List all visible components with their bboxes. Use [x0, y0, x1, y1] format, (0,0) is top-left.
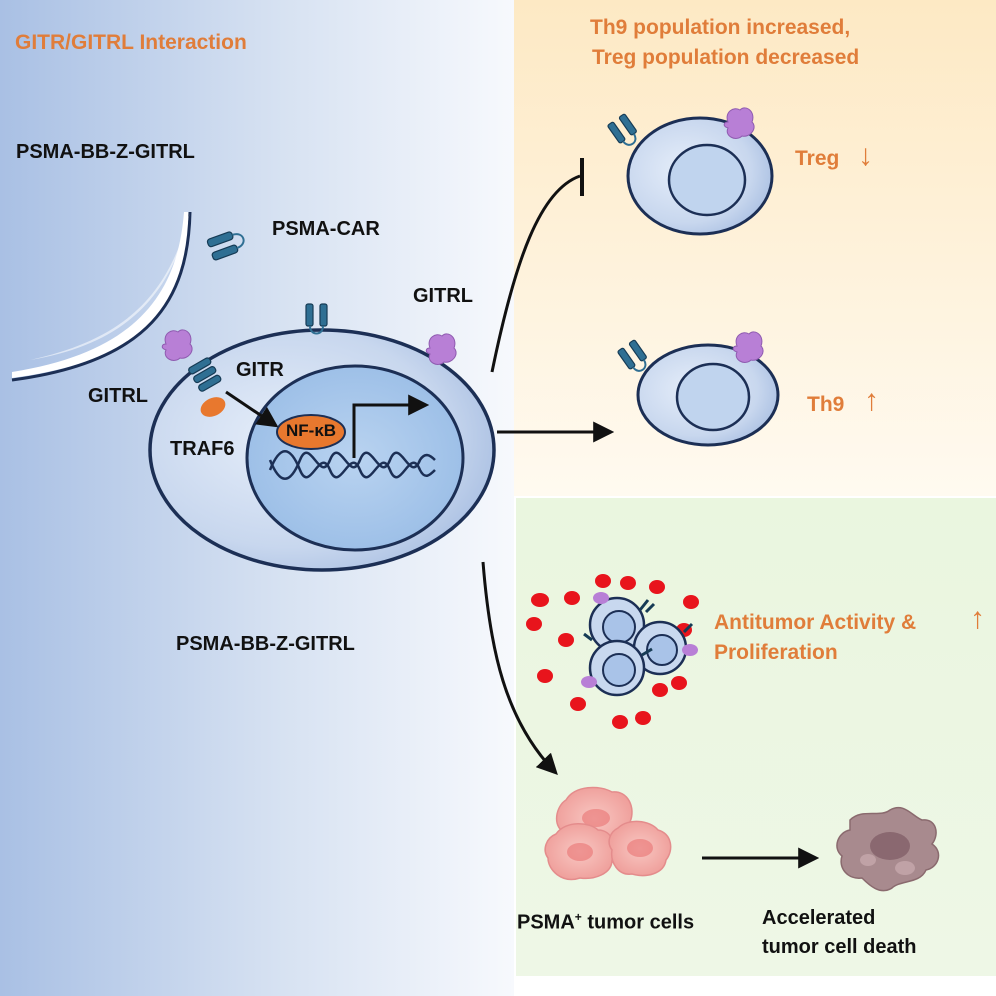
- gitrl-ligand-icon: [161, 329, 193, 361]
- transcription-arrow: [352, 394, 430, 458]
- dying-tumor-cell-icon: [836, 806, 940, 892]
- treg-down-arrow: ↓: [858, 139, 873, 172]
- traf6-label: TRAF6: [170, 438, 235, 460]
- tumor-label-text: PSMA: [517, 911, 575, 934]
- bottom-right-panel-bg: [516, 498, 996, 976]
- gitrl-ligand-icon: [732, 331, 764, 363]
- gitrl-ligand-icon: [723, 107, 755, 139]
- th9-up-arrow: ↑: [864, 384, 879, 417]
- th9-nucleus: [675, 362, 751, 432]
- activity-up-arrow: ↑: [970, 602, 985, 635]
- gitrl-ligand-icon: [425, 333, 457, 365]
- construct-label-top: PSMA-BB-Z-GITRL: [16, 141, 195, 163]
- activity-label-line1: Antitumor Activity &: [714, 611, 917, 634]
- cytokine-dot-icon: [526, 574, 699, 729]
- dna-helix-icon: [268, 450, 436, 480]
- activity-label-line2: Proliferation: [714, 641, 838, 664]
- nfkb-label: NF-κB: [286, 421, 337, 440]
- tumor-cells-label: PSMA+ tumor cells: [517, 910, 694, 935]
- tumor-label-rest: tumor cells: [581, 911, 695, 934]
- construct-label-bottom: PSMA-BB-Z-GITRL: [176, 633, 355, 655]
- gitr-label: GITR: [236, 359, 284, 381]
- inhibition-line: [490, 174, 581, 373]
- psma-car-receptor-icon: [206, 231, 245, 261]
- nfkb-oval: [276, 414, 346, 450]
- gitrl-label-right: GITRL: [413, 285, 473, 307]
- gitrl-label-left: GITRL: [88, 385, 148, 407]
- arrow-to-tumor: [481, 561, 558, 776]
- gitr-receptor-icon: [188, 357, 222, 392]
- treg-label: Treg: [795, 147, 840, 170]
- effect-title-line2: Treg population decreased: [592, 46, 860, 69]
- apc-membrane: [11, 211, 192, 382]
- treg-nucleus: [667, 143, 747, 217]
- tumor-cell-icon: [544, 786, 672, 881]
- traf6-icon: [200, 397, 226, 417]
- effect-title-line1: Th9 population increased,: [590, 16, 851, 39]
- interaction-title: GITR/GITRL Interaction: [15, 31, 247, 54]
- death-label-line1: Accelerated: [762, 907, 876, 929]
- th9-label: Th9: [807, 393, 845, 416]
- death-label-line2: tumor cell death: [762, 936, 917, 958]
- signal-arrow: [225, 390, 279, 428]
- psma-car-label: PSMA-CAR: [272, 218, 380, 240]
- activated-t-cell-cluster: [581, 592, 698, 697]
- tumor-label-sup: +: [574, 910, 582, 924]
